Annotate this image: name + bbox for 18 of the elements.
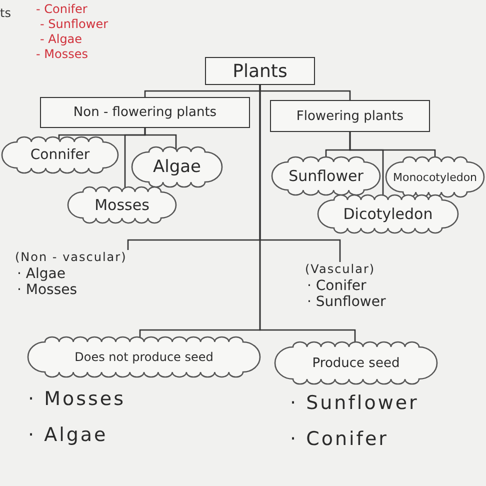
list-item: · Mosses — [17, 282, 78, 298]
list-item: · Sunflower — [307, 294, 387, 310]
note-text: - Sunflower — [40, 17, 108, 31]
category-box: Non - flowering plants — [40, 97, 250, 128]
note-text: ts — [0, 6, 11, 20]
list-item: · Conifer — [307, 278, 368, 294]
group-heading: (Non - vascular) — [15, 250, 127, 264]
list-item: · Algae — [28, 424, 109, 446]
group-heading: (Vascular) — [305, 262, 376, 276]
note-text: - Conifer — [36, 2, 88, 16]
note-text: - Mosses — [36, 47, 88, 61]
list-item: · Conifer — [290, 428, 390, 450]
category-box: Plants — [205, 57, 315, 85]
list-item: · Mosses — [28, 388, 126, 410]
list-item: · Sunflower — [290, 392, 419, 414]
list-item: · Algae — [17, 266, 66, 282]
note-text: - Algae — [40, 32, 82, 46]
category-box: Flowering plants — [270, 100, 430, 132]
